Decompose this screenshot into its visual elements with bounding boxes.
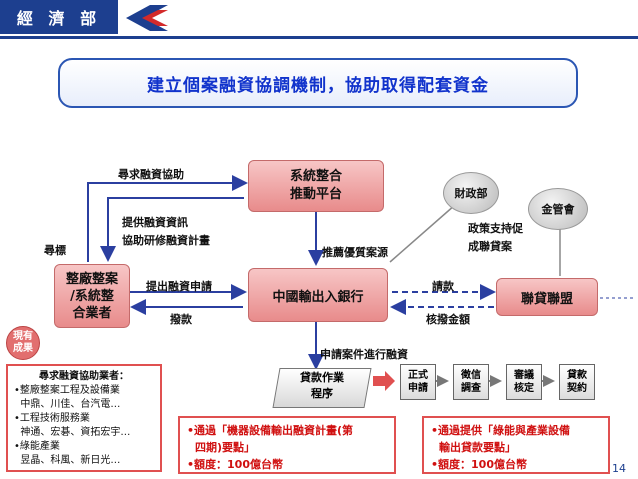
note-left-line3: •額度：100億台幣: [187, 458, 283, 471]
step-line: 調查: [461, 383, 481, 394]
step-line: 貸款: [567, 370, 587, 381]
label-policy-2: 成聯貸案: [468, 240, 512, 253]
label-policy-1: 政策支持促: [468, 222, 523, 235]
bank-node: 中國輸出入銀行: [248, 268, 388, 322]
badge-line2: 成果: [13, 343, 33, 354]
label-seek-help: 尋求融資協助: [118, 168, 184, 181]
platform-line1: 系統整合: [289, 169, 342, 184]
label-process: 申請案件進行融資: [320, 348, 408, 361]
list-item: •工程技術服務業: [14, 413, 90, 424]
list-item: 中鼎、川佳、台汽電…: [14, 399, 121, 410]
vendor-line1: 整廠整案: [65, 271, 118, 287]
label-approve-amount: 核撥金額: [426, 313, 470, 326]
list-item: •綠能產業: [14, 441, 60, 452]
org-logo: 經 濟 部: [0, 0, 118, 34]
vendors-list-title: 尋求融資協助業者：: [39, 371, 129, 382]
badge-line1: 現有: [13, 331, 33, 342]
vendors-list: 尋求融資協助業者： •整廠整案工程及設備業 中鼎、川佳、台汽電… •工程技術服務…: [6, 364, 162, 472]
platform-line2: 推動平台: [289, 187, 342, 202]
step-loan-contract: 貸款 契約: [559, 364, 595, 400]
vendor-line2: /系統整: [70, 288, 114, 304]
step-line: 核定: [514, 383, 534, 394]
label-disburse: 撥款: [170, 313, 192, 326]
step-review-approve: 審議 核定: [506, 364, 542, 400]
vendor-node: 整廠整案 /系統整 合業者: [54, 264, 130, 328]
header-divider: [0, 36, 638, 39]
line-mof-bank: [389, 204, 456, 263]
procedure-label-1: 貸款作業: [300, 371, 344, 384]
label-provide-info-2: 協助研修融資計畫: [122, 234, 210, 247]
note-left-line1: •通過「機器設備輸出融資計畫(第: [187, 424, 354, 437]
syndicate-node: 聯貸聯盟: [496, 278, 598, 316]
step-line: 申請: [408, 383, 428, 394]
procedure-label-2: 程序: [311, 387, 333, 400]
vendor-line3: 合業者: [72, 305, 112, 321]
step-line: 契約: [567, 383, 587, 394]
page-title: 建立個案融資協調機制，協助取得配套資金: [58, 58, 578, 108]
list-item: •整廠整案工程及設備業: [14, 385, 120, 396]
procedure-label: 貸款作業 程序: [276, 370, 368, 402]
label-recommend: 推薦優質案源: [322, 246, 388, 259]
page-number: 14: [612, 462, 626, 475]
label-provide-info-1: 提供融資資訊: [122, 216, 188, 229]
note-right-line1: •通過提供「綠能與產業設備: [431, 424, 571, 437]
arrow-provide-info: [100, 197, 244, 262]
note-right-line2: 輸出貸款要點」: [439, 441, 516, 454]
results-badge: 現有成果: [6, 326, 40, 360]
note-left-line2: 四期)要點」: [195, 441, 256, 454]
label-seek: 尋標: [44, 244, 66, 257]
emblem-icon: [126, 5, 168, 31]
step-formal-apply: 正式 申請: [400, 364, 436, 400]
label-share: 請款: [432, 280, 454, 293]
platform-node: 系統整合 推動平台: [248, 160, 384, 212]
list-item: 昱晶、科風、新日光…: [14, 455, 121, 466]
note-right-line3: •額度：100億台幣: [431, 458, 527, 471]
label-apply: 提出融資申請: [146, 280, 212, 293]
fsc-node: 金管會: [528, 188, 588, 230]
list-item: 神通、宏碁、資拓宏宇…: [14, 427, 131, 438]
step-line: 審議: [514, 370, 534, 381]
mof-node: 財政部: [443, 172, 499, 214]
step-credit-check: 徵信 調查: [453, 364, 489, 400]
procedure-arrow-icon: [373, 371, 395, 391]
note-left: •通過「機器設備輸出融資計畫(第 四期)要點」 •額度：100億台幣: [178, 416, 396, 474]
note-right: •通過提供「綠能與產業設備 輸出貸款要點」 •額度：100億台幣: [422, 416, 610, 474]
step-line: 徵信: [461, 370, 481, 381]
arrow-seek-help: [87, 175, 248, 262]
step-line: 正式: [408, 370, 428, 381]
